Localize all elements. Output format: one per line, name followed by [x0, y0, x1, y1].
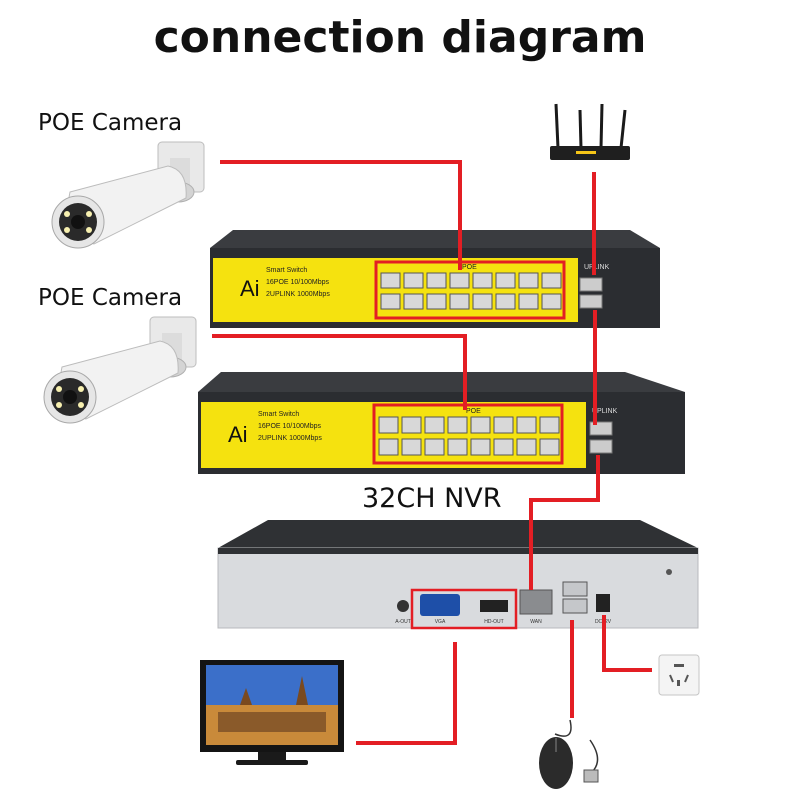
cables: [212, 160, 652, 745]
mouse-icon: [539, 719, 599, 789]
poe-port: [493, 416, 514, 434]
usb-port-2: [562, 598, 588, 614]
vga-port: [420, 594, 460, 616]
cable-nvr-power: [602, 615, 652, 672]
poe-port: [426, 293, 447, 310]
poe-port: [424, 438, 445, 456]
poe-switch-1: Ai Smart Switch 16POE 10/100Mbps 2UPLINK…: [210, 230, 660, 328]
poe-port: [403, 272, 424, 289]
poe-port: [380, 293, 401, 310]
cable-camera-1: [220, 160, 462, 270]
nvr-label: 32CH NVR: [362, 483, 502, 514]
switch-2-uplink-tag: UPLINK: [592, 408, 618, 415]
switch-1-line1: Smart Switch: [266, 267, 307, 274]
poe-port: [470, 438, 491, 456]
poe-port: [401, 416, 422, 434]
poe-port: [539, 438, 560, 456]
poe-port: [472, 293, 493, 310]
switch-1-uplink-tag: UPLINK: [584, 264, 610, 271]
poe-port: [541, 293, 562, 310]
poe-port: [403, 293, 424, 310]
poe-port: [378, 438, 399, 456]
wan-port: [519, 589, 553, 615]
switch-2-line3: 2UPLINK 1000Mbps: [258, 435, 322, 442]
switch-2-line1: Smart Switch: [258, 411, 299, 418]
switch-1-line2: 16POE 10/100Mbps: [266, 279, 330, 286]
switch-2-poe-tag: POE: [466, 408, 481, 415]
switch-1-poe-tag: POE: [462, 264, 477, 271]
switch-1-brand: Ai: [240, 276, 260, 301]
poe-port: [495, 293, 516, 310]
poe-port: [449, 272, 470, 289]
switch-2-line2: 16POE 10/100Mbps: [258, 423, 322, 430]
poe-port: [424, 416, 445, 434]
switch-2-brand: Ai: [228, 422, 248, 447]
nvr-port-hd-out: HD-OUT: [484, 619, 503, 625]
nvr-port-wan: WAN: [530, 619, 542, 625]
cable-nvr-monitor: [356, 642, 457, 745]
nvr-device: A-OUT VGA HD-OUT WAN DC12V: [217, 520, 699, 630]
cable-switch-2-nvr: [529, 455, 600, 590]
poe-port: [447, 438, 468, 456]
switch-2-poe-ports: [378, 416, 560, 456]
nvr-port-vga: VGA: [435, 619, 446, 625]
poe-port: [401, 438, 422, 456]
audio-out-port: [397, 600, 409, 612]
poe-port: [516, 416, 537, 434]
poe-port: [495, 272, 516, 289]
poe-port: [518, 272, 539, 289]
poe-port: [380, 272, 401, 289]
monitor-icon: [200, 660, 344, 765]
cable-camera-2: [212, 334, 467, 410]
poe-port: [378, 416, 399, 434]
switch-1-line3: 2UPLINK 1000Mbps: [266, 291, 330, 298]
diagram-title: connection diagram: [153, 12, 647, 63]
poe-port: [539, 416, 560, 434]
poe-port: [518, 293, 539, 310]
poe-port: [516, 438, 537, 456]
poe-port: [493, 438, 514, 456]
camera-2-label: POE Camera: [38, 285, 183, 311]
power-outlet-icon: [658, 654, 700, 696]
hdmi-port: [480, 600, 508, 612]
poe-port: [472, 272, 493, 289]
usb-port-1: [562, 581, 588, 597]
poe-port: [447, 416, 468, 434]
nvr-port-a-out: A-OUT: [395, 619, 411, 625]
poe-camera-2-icon: [43, 316, 197, 424]
poe-port: [426, 272, 447, 289]
switch-1-poe-ports: [380, 272, 562, 310]
poe-port: [470, 416, 491, 434]
poe-port: [449, 293, 470, 310]
poe-camera-1-icon: [51, 141, 205, 249]
camera-1-label: POE Camera: [38, 110, 183, 136]
poe-switch-2: Ai Smart Switch 16POE 10/100Mbps 2UPLINK…: [198, 372, 685, 474]
dc-power-port: [596, 594, 610, 612]
poe-port: [541, 272, 562, 289]
router-icon: [550, 103, 630, 160]
